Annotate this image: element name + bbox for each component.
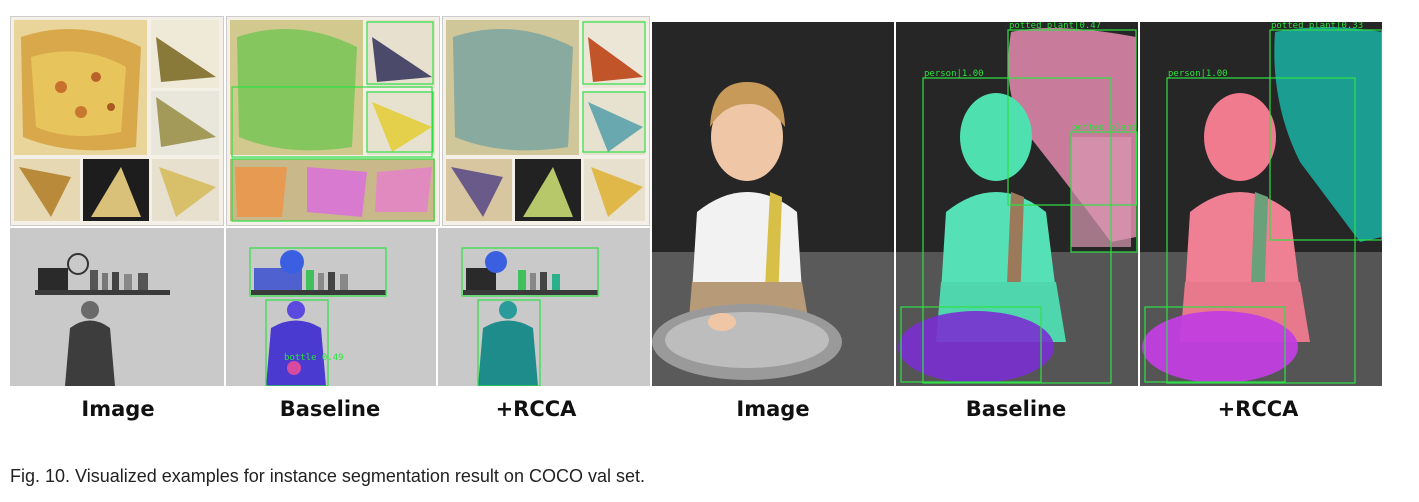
kitchen-image-original (10, 228, 224, 386)
pizza-image-original (10, 16, 224, 226)
potted-plant-detection-label: potted_plant|0.47 (1009, 22, 1101, 31)
column-label-image-right: Image (736, 397, 810, 421)
pizza-image-baseline (226, 16, 440, 226)
boy-image-rcca: potted_plant|0.33 person|1.00 (1140, 22, 1382, 386)
column-label-rcca-right: +RCCA (1217, 397, 1299, 421)
figure-caption: Fig. 10. Visualized examples for instanc… (10, 466, 645, 486)
person-detection-label: person|1.00 (924, 69, 984, 79)
bottle-detection-label: bottle 0.49 (284, 353, 344, 363)
column-label-image-left: Image (81, 397, 155, 421)
kitchen-image-rcca (438, 228, 650, 386)
column-label-rcca-left: +RCCA (495, 397, 577, 421)
column-label-baseline-right: Baseline (965, 397, 1067, 421)
boy-image-baseline: potted_plant|0.47 person|1.00 potted_pla… (896, 22, 1138, 386)
boy-image-original (652, 22, 894, 386)
pizza-image-rcca (442, 16, 650, 226)
rcca-person-detection-label: person|1.00 (1168, 69, 1228, 79)
potted-plant-2-detection-label: potted_plant|0 (1072, 123, 1138, 133)
rcca-potted-plant-detection-label: potted_plant|0.33 (1271, 22, 1363, 31)
column-label-baseline-left: Baseline (279, 397, 381, 421)
kitchen-image-baseline: bottle 0.49 (226, 228, 436, 386)
